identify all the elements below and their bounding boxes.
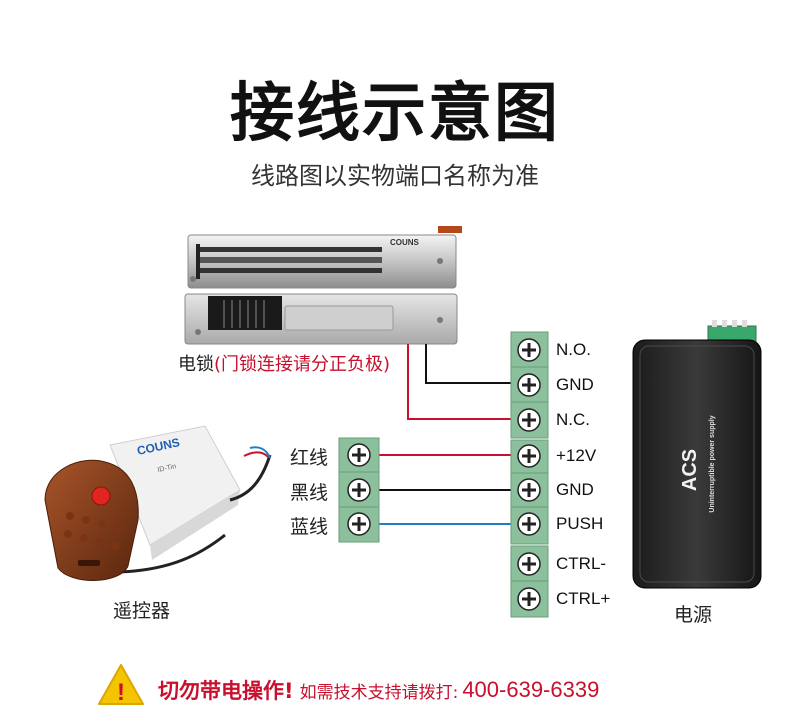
- power-supply-product-text: Uninterruptible power supply: [709, 415, 716, 512]
- lock-caption: 电锁(门锁连接请分正负极): [178, 350, 390, 376]
- remote-caption: 遥控器: [113, 600, 171, 622]
- terminal-label-push: PUSH: [556, 514, 604, 533]
- remote-signal-wires: [378, 454, 512, 525]
- warning-bar: 切勿带电操作! 如需技术支持请拨打: 400-639-6339: [100, 670, 599, 710]
- lock-caption-note: (门锁连接请分正负极): [214, 354, 391, 375]
- lock-caption-main: 电锁: [178, 354, 214, 375]
- wire-label-red: 红线: [290, 447, 329, 469]
- terminal-label-ctrl-plus: CTRL+: [556, 589, 611, 608]
- wire-label-blue: 蓝线: [290, 516, 329, 538]
- main-terminal-strip: [510, 331, 549, 618]
- warning-icon-glyph: !: [117, 679, 125, 706]
- remote-cable: [119, 446, 272, 574]
- screw-icon: [517, 478, 541, 502]
- screw-icon: [347, 512, 371, 536]
- receiver-model: ID-Tin: [157, 463, 177, 474]
- page-subtitle: 线路图以实物端口名称为准: [251, 162, 539, 190]
- warning-main: 切勿带电操作!: [158, 679, 294, 703]
- terminal-label-no: N.O.: [556, 340, 591, 359]
- support-phone: 400-639-6339: [462, 677, 600, 702]
- remote-receiver: COUNS ID-Tin: [109, 425, 241, 560]
- power-supply-caption: 电源: [674, 604, 713, 626]
- wire-label-black: 黑线: [290, 482, 329, 504]
- terminal-label-gnd-lock: GND: [556, 375, 594, 394]
- terminal-label-gnd: GND: [556, 480, 594, 499]
- screw-icon: [517, 373, 541, 397]
- lock-wires: [407, 344, 512, 420]
- screw-icon: [517, 587, 541, 611]
- magnetic-lock: COUNS: [184, 226, 462, 345]
- power-supply: ACS Uninterruptible power supply: [632, 320, 762, 589]
- screw-icon: [347, 443, 371, 467]
- screw-icon: [517, 444, 541, 468]
- remote-terminal-block: [338, 437, 380, 543]
- screw-icon: [517, 552, 541, 576]
- screw-icon: [347, 478, 371, 502]
- screw-icon: [517, 338, 541, 362]
- power-supply-brand: ACS: [679, 449, 701, 491]
- terminal-label-nc: N.C.: [556, 410, 590, 429]
- page-title: 接线示意图: [230, 77, 560, 151]
- lock-brand: COUNS: [390, 238, 420, 247]
- screw-icon: [517, 408, 541, 432]
- remote-fob: [44, 459, 139, 581]
- terminal-label-12v: +12V: [556, 446, 597, 465]
- terminal-label-ctrl-minus: CTRL-: [556, 554, 607, 573]
- warning-icon-spacer: [100, 690, 148, 691]
- warning-icon: !: [98, 664, 144, 706]
- screw-icon: [517, 512, 541, 536]
- warning-support-text: 如需技术支持请拨打:: [299, 682, 459, 703]
